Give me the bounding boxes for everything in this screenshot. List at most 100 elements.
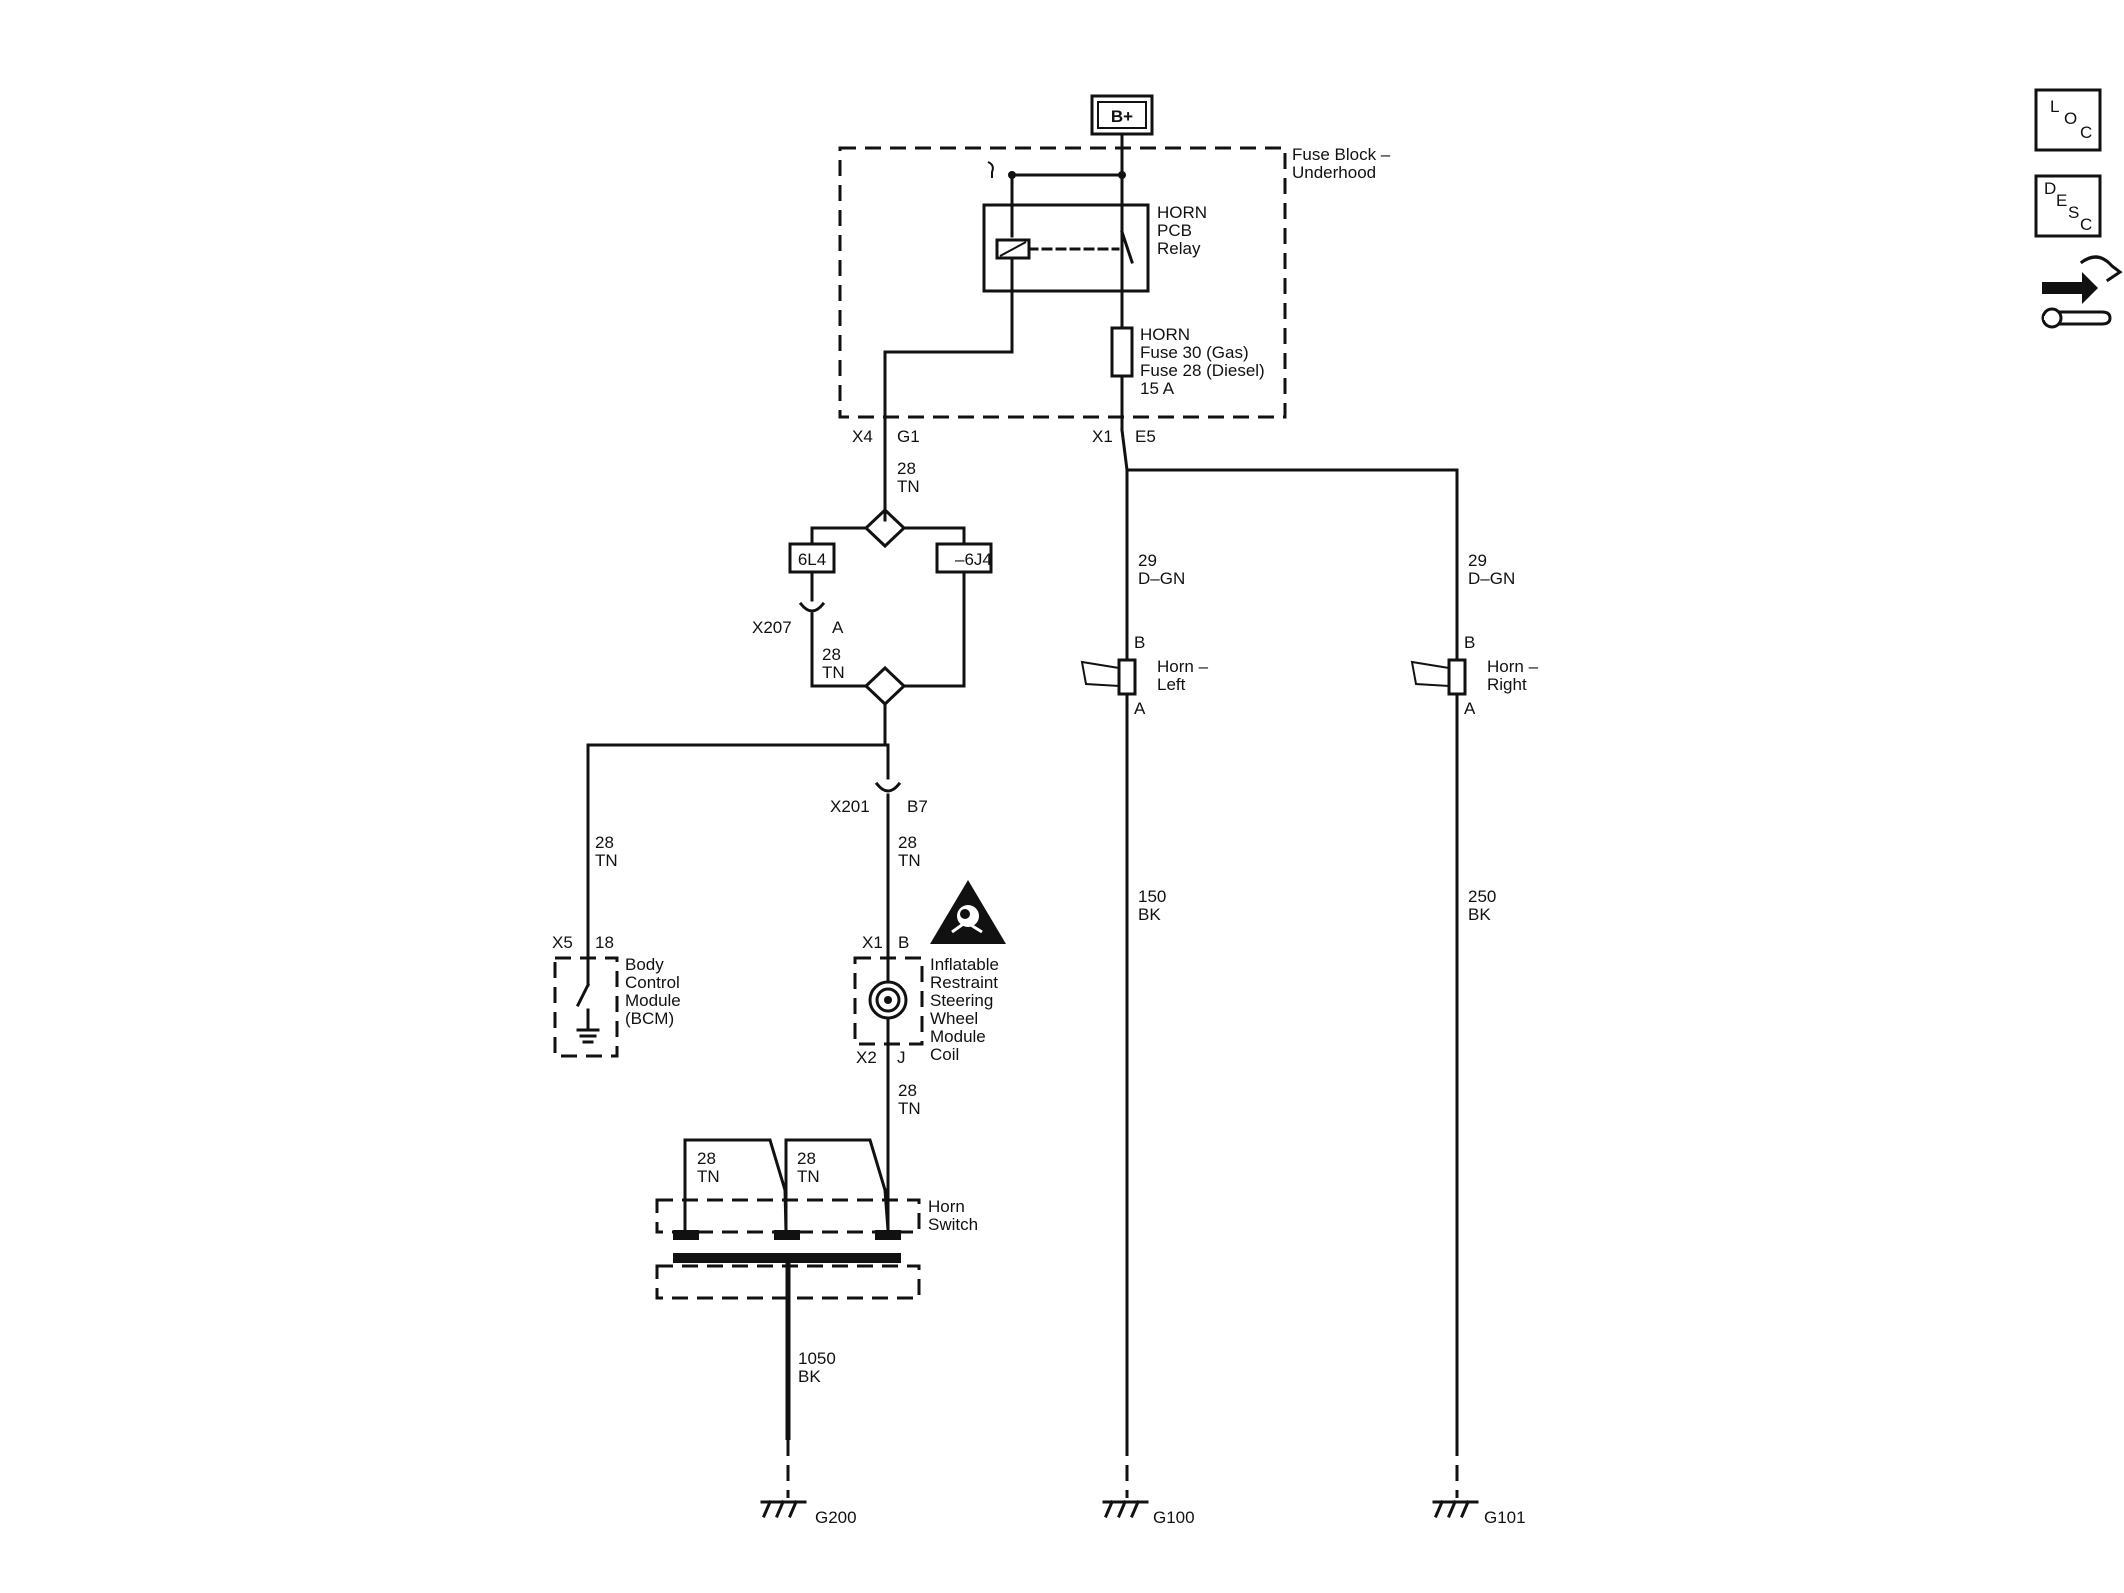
fuse-label-3: Fuse 28 (Diesel) — [1140, 361, 1265, 380]
ground-g101-label: G101 — [1484, 1508, 1526, 1527]
loc-letter-2: O — [2064, 109, 2077, 128]
splice-pack-6j4: –6J4 — [935, 542, 993, 574]
splice-6l4-label: 6L4 — [798, 550, 826, 569]
conn-x207: X207 — [752, 618, 792, 637]
desc-letter-4: C — [2080, 215, 2092, 234]
wire-num-w5: 28 — [898, 1081, 917, 1100]
wire-num-w8: 29 — [1138, 551, 1157, 570]
horn-left — [1080, 658, 1137, 696]
horn-relay — [982, 203, 1150, 293]
conn-x4: X4 — [852, 427, 873, 446]
horn-switch — [655, 1198, 921, 1234]
coil-label-5: Module — [930, 1027, 986, 1046]
desc-letter-2: E — [2056, 191, 2067, 210]
wire-num-w13: 28 — [797, 1149, 816, 1168]
wire-num-w12: 1050 — [798, 1349, 836, 1368]
fuse-block-boundary — [838, 146, 1287, 419]
splice-bottom — [863, 665, 907, 707]
horn-left-pin-b: B — [1134, 633, 1145, 652]
wire-color-w12: BK — [798, 1367, 821, 1386]
splice-6j4-label: –6J4 — [955, 550, 992, 569]
fuse-label-4: 15 A — [1140, 379, 1175, 398]
horn-switch-contact-plate — [673, 1253, 901, 1263]
desc-letter-3: S — [2068, 203, 2079, 222]
conn-x1-coil: X1 — [862, 933, 883, 952]
wire-color-w1: TN — [897, 477, 920, 496]
wire-color-w3: TN — [898, 851, 921, 870]
wire-color-w5: TN — [898, 1099, 921, 1118]
conn-x2-coil-pin: J — [897, 1048, 906, 1067]
horn-right-pin-a: A — [1464, 699, 1476, 718]
horn-right-label-2: Right — [1487, 675, 1527, 694]
wire-color-w10: BK — [1138, 905, 1161, 924]
wire-num-w10: 150 — [1138, 887, 1166, 906]
ground-g100-label: G100 — [1153, 1508, 1195, 1527]
coil-label-1: Inflatable — [930, 955, 999, 974]
coil-label-4: Wheel — [930, 1009, 978, 1028]
battery-terminal: B+ — [1090, 94, 1154, 136]
navigation-wrench-icon[interactable] — [2041, 255, 2123, 329]
conn-x2-coil: X2 — [856, 1048, 877, 1067]
coil-label-6: Coil — [930, 1045, 959, 1064]
bcm-label-1: Body — [625, 955, 664, 974]
wire-num-w1: 28 — [897, 459, 916, 478]
conn-x1-top: X1 — [1092, 427, 1113, 446]
wire-num-w9: 29 — [1468, 551, 1487, 570]
ground-g100 — [1102, 1500, 1149, 1518]
fuse-block-label-2: Underhood — [1292, 163, 1376, 182]
fuse-label-1: HORN — [1140, 325, 1190, 344]
wire-num-w4: 28 — [595, 833, 614, 852]
bcm-label-3: Module — [625, 991, 681, 1010]
conn-g1: G1 — [897, 427, 920, 446]
wire-color-w8: D–GN — [1138, 569, 1185, 588]
relay-label-2: PCB — [1157, 221, 1192, 240]
conn-x207-pin: A — [832, 618, 844, 637]
coil-label-3: Steering — [930, 991, 993, 1010]
relay-label-1: HORN — [1157, 203, 1207, 222]
wire-color-w6: TN — [697, 1167, 720, 1186]
wire-color-w13: TN — [797, 1167, 820, 1186]
horn-right-label-1: Horn – — [1487, 657, 1539, 676]
airbag-warning-icon — [930, 880, 1006, 944]
horn-left-label-1: Horn – — [1157, 657, 1209, 676]
loc-letter-3: C — [2080, 123, 2092, 142]
horn-switch-label-1: Horn — [928, 1197, 965, 1216]
loc-letter-1: L — [2050, 97, 2059, 116]
conn-x201-pin: B7 — [907, 797, 928, 816]
horn-fuse — [1110, 326, 1134, 378]
wire-num-w6: 28 — [697, 1149, 716, 1168]
wire-num-w3: 28 — [898, 833, 917, 852]
wire-color-w2: TN — [822, 663, 845, 682]
fuse-label-2: Fuse 30 (Gas) — [1140, 343, 1249, 362]
splice-top — [863, 507, 907, 549]
wire-num-w2: 28 — [822, 645, 841, 664]
conn-e5: E5 — [1135, 427, 1156, 446]
wire-color-w11: BK — [1468, 905, 1491, 924]
fuse-block-label-1: Fuse Block – — [1292, 145, 1391, 164]
wire-num-w11: 250 — [1468, 887, 1496, 906]
location-icon-button[interactable]: L O C — [2034, 88, 2102, 152]
conn-x5: X5 — [552, 933, 573, 952]
clockspring-coil-icon — [868, 980, 908, 1020]
wire-color-w9: D–GN — [1468, 569, 1515, 588]
relay-label-3: Relay — [1157, 239, 1201, 258]
horn-switch-label-2: Switch — [928, 1215, 978, 1234]
desc-letter-1: D — [2044, 179, 2056, 198]
conn-x5-pin: 18 — [595, 933, 614, 952]
horn-left-label-2: Left — [1157, 675, 1186, 694]
ground-g200-label: G200 — [815, 1508, 857, 1527]
splice-pack-6l4: 6L4 — [788, 542, 836, 574]
conn-x201: X201 — [830, 797, 870, 816]
battery-label: B+ — [1111, 107, 1133, 126]
bcm-module — [553, 956, 619, 1058]
description-icon-button[interactable]: D E S C — [2034, 174, 2102, 238]
wire-color-w4: TN — [595, 851, 618, 870]
ground-g101 — [1432, 1500, 1479, 1518]
horn-right-pin-b: B — [1464, 633, 1475, 652]
ground-g200 — [760, 1500, 807, 1518]
bcm-label-4: (BCM) — [625, 1009, 674, 1028]
splice-6j4-text: 6J4 — [964, 550, 991, 569]
conn-x1-coil-pin: B — [898, 933, 909, 952]
bcm-label-2: Control — [625, 973, 680, 992]
horn-right — [1410, 658, 1467, 696]
